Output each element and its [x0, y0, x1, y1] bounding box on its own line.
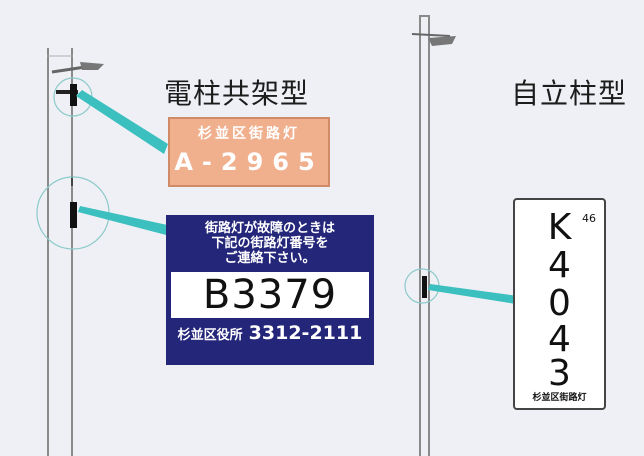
right-title: 自立柱型 — [511, 77, 628, 110]
utility-pole — [47, 48, 73, 456]
pointer-right — [428, 284, 518, 304]
plate-char-4: 4 — [548, 319, 571, 360]
office-name: 杉並区役所 — [177, 327, 243, 343]
plate-mount-right — [422, 276, 427, 298]
blue-plate-line1: 街路灯が故障のときは — [204, 221, 335, 236]
orange-number-plate: 杉並区街路灯 A-2965 — [168, 117, 330, 187]
plate-char-5: 3 — [548, 353, 571, 394]
plate-mount-lower — [70, 202, 77, 228]
orange-plate-header: 杉並区街路灯 — [198, 126, 300, 142]
white-plate-footer: 杉並区街路灯 — [532, 393, 587, 403]
blue-info-plate: 街路灯が故障のときは 下記の街路灯番号を ご連絡下さい。 B3379 杉並区役所… — [166, 215, 374, 365]
plate-mount-upper — [70, 84, 77, 106]
orange-plate-number: A-2965 — [174, 148, 324, 176]
phone-number: 3312-2111 — [248, 322, 363, 344]
pointer-lower — [78, 206, 172, 236]
bracket — [56, 90, 78, 94]
freestanding-pole — [419, 15, 430, 456]
plate-char-2: 4 — [548, 245, 571, 286]
blue-plate-line2: 下記の街路灯番号を — [211, 236, 329, 251]
blue-plate-number: B3379 — [171, 272, 369, 318]
blue-plate-footer: 杉並区役所 3312-2111 — [171, 318, 369, 348]
white-vertical-plate: K 46 4 0 4 3 杉並区街路灯 — [513, 198, 606, 410]
street-lamp-arm — [51, 62, 104, 74]
street-lamp-head — [411, 33, 456, 46]
plate-char-1: K — [547, 207, 572, 248]
plate-superscript: 46 — [582, 212, 596, 225]
blue-plate-line3: ご連絡下さい。 — [224, 251, 316, 266]
left-title: 電柱共架型 — [164, 77, 310, 110]
plate-char-3: 0 — [548, 283, 571, 324]
pointer-upper — [76, 90, 168, 154]
